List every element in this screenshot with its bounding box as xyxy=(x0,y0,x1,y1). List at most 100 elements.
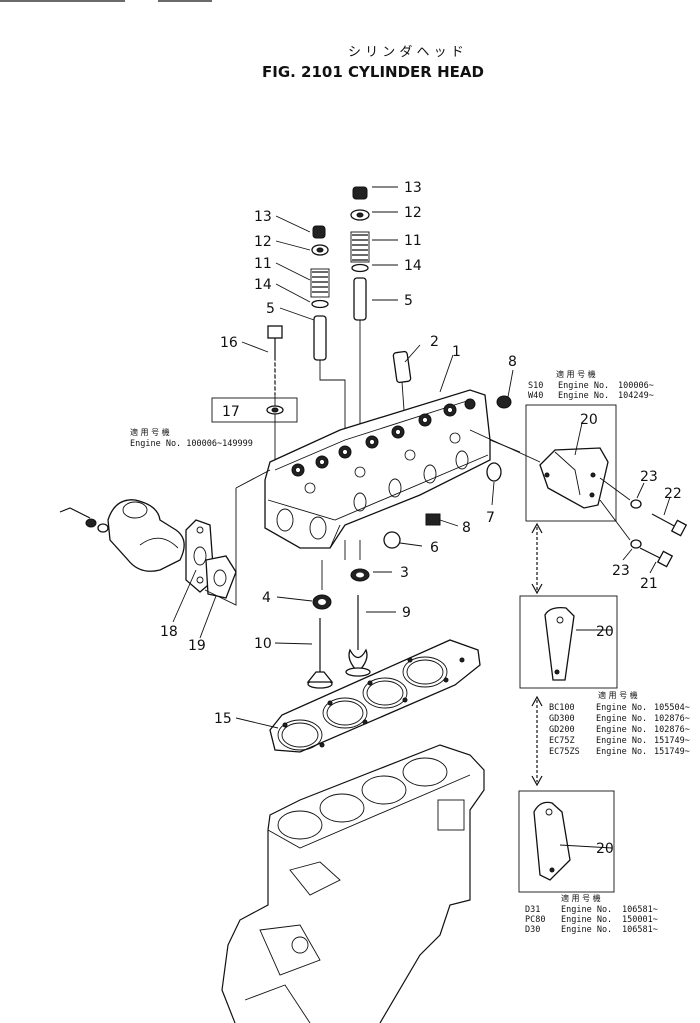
callout-9: 9 xyxy=(402,605,411,621)
callout-18: 18 xyxy=(160,624,178,640)
note-left: 適 用 号 機 Engine No. 100006~149999 xyxy=(130,427,253,449)
note-box3-heading: 適 用 号 機 xyxy=(561,893,601,903)
callout-20-top: 20 xyxy=(580,412,598,428)
note-box2-label: Engine No. xyxy=(596,714,647,724)
callout-8-side: 8 xyxy=(462,520,471,536)
callout-7: 7 xyxy=(486,510,495,526)
head-gasket xyxy=(269,639,481,753)
callout-22: 22 xyxy=(664,486,682,502)
figure-title: FIG. 2101 CYLINDER HEAD xyxy=(262,63,484,81)
bolt-22 xyxy=(651,513,688,537)
washer-23-top xyxy=(630,499,642,509)
valve-9 xyxy=(345,595,371,677)
callout-leaders xyxy=(172,186,671,849)
callout-14-left: 14 xyxy=(254,277,272,293)
callout-8-top: 8 xyxy=(508,354,517,370)
callout-12-right: 12 xyxy=(404,205,422,221)
head-bolt xyxy=(267,325,283,480)
note-box1-model: W40 xyxy=(528,391,543,401)
note-box2-serial: 151749~ xyxy=(654,736,690,746)
callout-4: 4 xyxy=(262,590,271,606)
valve-spring-stack-left xyxy=(310,225,346,460)
note-left-line: Engine No. 100006~149999 xyxy=(130,439,253,449)
bracket-box-bottom xyxy=(518,790,615,893)
valve-10 xyxy=(306,618,334,689)
bracket-box-top xyxy=(525,404,617,522)
thermostat-housing xyxy=(107,499,185,572)
cylinder-block xyxy=(221,744,485,1023)
callout-13-right: 13 xyxy=(404,180,422,196)
washer-23-bottom xyxy=(630,539,642,549)
expansion-plug-6 xyxy=(383,531,423,549)
washer-box xyxy=(211,397,298,423)
note-box1-model: S10 xyxy=(528,381,543,391)
note-box2: 適 用 号 機 BC100 Engine No. 105504~ GD300 E… xyxy=(549,690,690,757)
nozzle-sleeve xyxy=(392,350,412,411)
note-box2-label: Engine No. xyxy=(596,703,647,713)
note-box3-label: Engine No. xyxy=(561,905,612,915)
note-box2-serial: 105504~ xyxy=(654,703,690,713)
note-box1-heading: 適 用 号 機 xyxy=(556,369,596,379)
callout-5-right: 5 xyxy=(404,293,413,309)
note-box2-model: EC75Z xyxy=(549,736,575,746)
gasket-19 xyxy=(205,555,237,599)
callout-3: 3 xyxy=(400,565,409,581)
callout-12-left: 12 xyxy=(254,234,272,250)
cylinder-head xyxy=(264,389,491,549)
note-box2-model: GD200 xyxy=(549,725,575,735)
callout-14-right: 14 xyxy=(404,258,422,274)
plug-top xyxy=(496,369,514,409)
callout-5-left: 5 xyxy=(266,301,275,317)
note-left-heading: 適 用 号 機 xyxy=(130,427,170,437)
note-box3-label: Engine No. xyxy=(561,925,612,935)
valve-seals xyxy=(312,540,370,610)
note-box2-label: Engine No. xyxy=(596,747,647,757)
callout-2: 2 xyxy=(430,334,439,350)
note-box2-serial: 102876~ xyxy=(654,714,690,724)
note-box2-model: EC75ZS xyxy=(549,747,580,757)
note-box3-model: PC80 xyxy=(525,915,545,925)
callout-17: 17 xyxy=(222,404,240,420)
valve-spring-stack-right xyxy=(350,186,370,440)
note-box2-serial: 102876~ xyxy=(654,725,690,735)
note-box1: 適 用 号 機 S10 Engine No. 100006~ W40 Engin… xyxy=(528,369,654,401)
note-box2-label: Engine No. xyxy=(596,725,647,735)
note-box3-model: D30 xyxy=(525,925,540,935)
note-box1-label: Engine No. xyxy=(558,391,609,401)
note-box2-model: GD300 xyxy=(549,714,575,724)
callout-19: 19 xyxy=(188,638,206,654)
bolt-left xyxy=(59,507,109,533)
callout-15: 15 xyxy=(214,711,232,727)
callout-23-bottom: 23 xyxy=(612,563,630,579)
callout-13-left: 13 xyxy=(254,209,272,225)
note-box3-model: D31 xyxy=(525,905,540,915)
callout-16: 16 xyxy=(220,335,238,351)
plug-side xyxy=(425,513,459,527)
note-box1-serial: 104249~ xyxy=(618,391,654,401)
note-box3-serial: 106581~ xyxy=(622,905,658,915)
note-box2-serial: 151749~ xyxy=(654,747,690,757)
note-box1-label: Engine No. xyxy=(558,381,609,391)
title-japanese: シ リ ン ダ ヘ ッ ド xyxy=(348,45,464,60)
note-box2-label: Engine No. xyxy=(596,736,647,746)
callout-11-right: 11 xyxy=(404,233,422,249)
note-box3-serial: 106581~ xyxy=(622,925,658,935)
callout-6: 6 xyxy=(430,540,439,556)
expansion-plug-7 xyxy=(486,462,502,506)
note-box1-serial: 100006~ xyxy=(618,381,654,391)
bracket-box-middle xyxy=(519,595,618,689)
note-box3: 適 用 号 機 D31 Engine No. 106581~ PC80 Engi… xyxy=(525,893,658,935)
note-box3-serial: 150001~ xyxy=(622,915,658,925)
bolt-21 xyxy=(639,547,674,568)
note-box2-heading: 適 用 号 機 xyxy=(598,690,638,700)
callout-20-bottom: 20 xyxy=(596,841,614,857)
callout-10: 10 xyxy=(254,636,272,652)
callout-20-middle: 20 xyxy=(596,624,614,640)
alternate-parts-arrows xyxy=(531,522,543,787)
note-box3-label: Engine No. xyxy=(561,915,612,925)
callout-23-top: 23 xyxy=(640,469,658,485)
callout-21: 21 xyxy=(640,576,658,592)
note-box2-model: BC100 xyxy=(549,703,575,713)
